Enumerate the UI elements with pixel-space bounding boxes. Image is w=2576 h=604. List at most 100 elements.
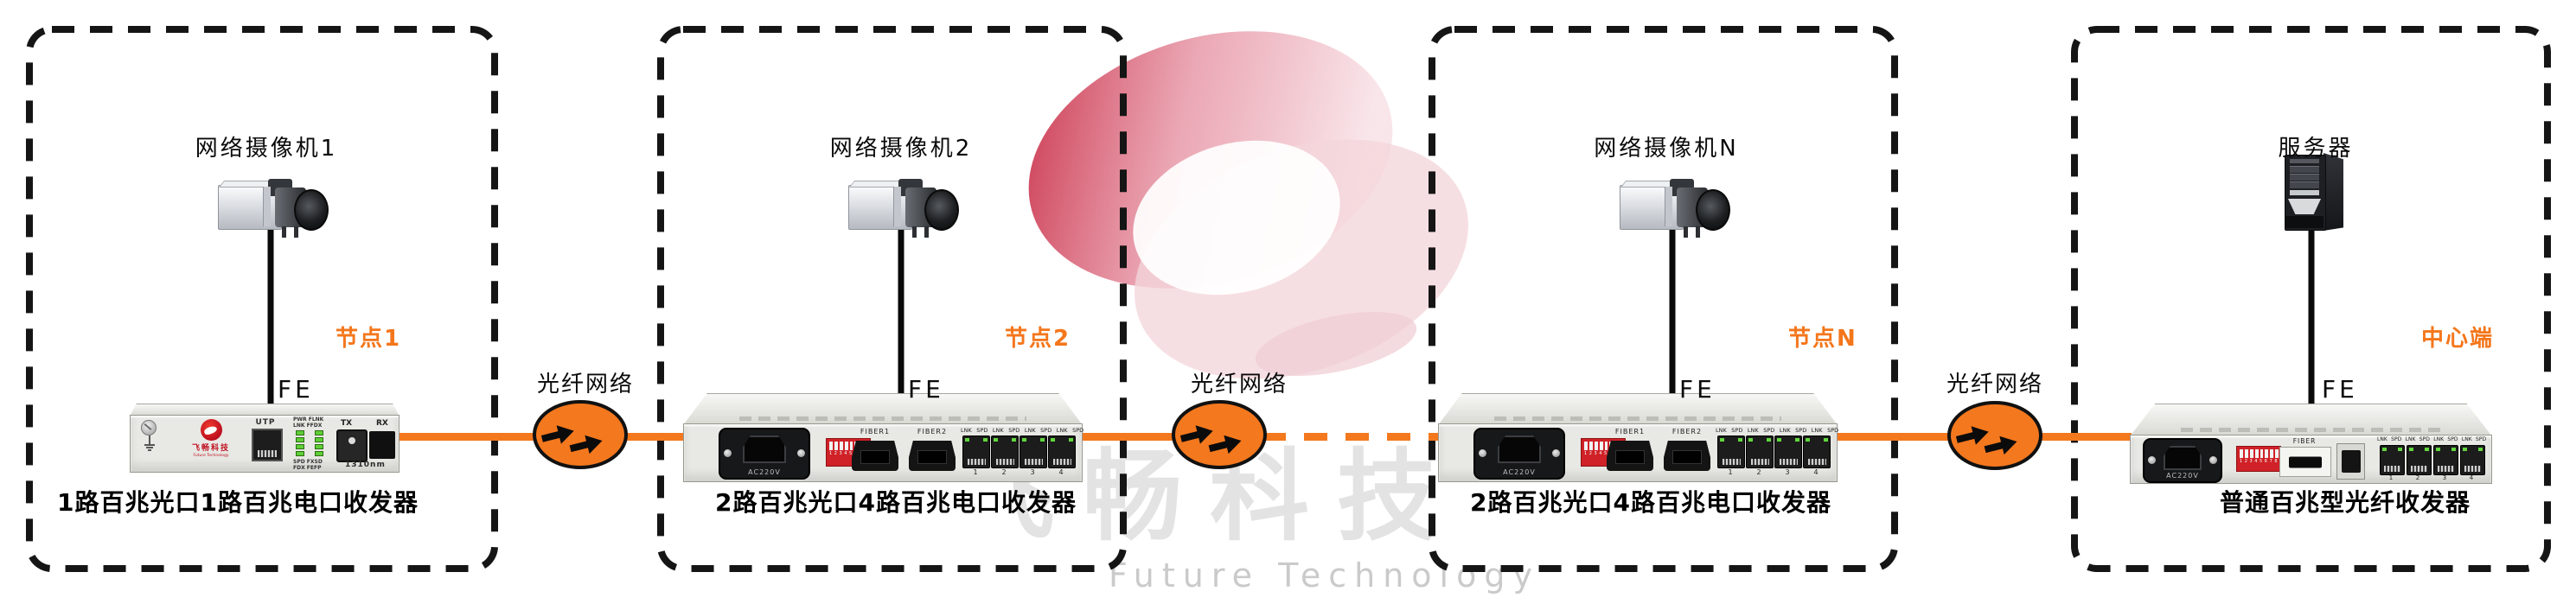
dip-switch-numbers: 1 2 3 4 5 6 7 8 xyxy=(828,451,868,456)
fiber-network-label-2: 光纤网络 xyxy=(1190,372,1288,397)
camera-lens-ring xyxy=(924,189,959,231)
rx-port-label: RX xyxy=(376,419,388,428)
dip-toggles xyxy=(2237,447,2280,458)
device-brand-logo: 飞畅科技 Future Technology xyxy=(181,419,241,458)
rj45-port xyxy=(1048,436,1076,468)
media-converter-1port: 飞畅科技 Future Technology UTP PWR FLNK LNK … xyxy=(130,415,400,473)
port-number: 3 xyxy=(2442,474,2447,481)
power-socket-icon xyxy=(1498,436,1541,463)
panel-screw-icon xyxy=(141,420,157,436)
watermark-brand-subtext: Future Technology xyxy=(1109,556,1540,594)
tx-port-label: TX xyxy=(341,419,353,428)
power-socket-icon xyxy=(2164,446,2202,470)
server-base xyxy=(2285,216,2324,228)
led-indicator-block: PWR FLNK LNK FFDX SPD FXSD FDX FEFP xyxy=(293,416,340,471)
utp-port-label: UTP xyxy=(255,418,276,427)
led-label-row: LNK FFDX xyxy=(293,423,323,429)
power-voltage-label: AC220V xyxy=(1503,468,1536,476)
brand-logo-icon xyxy=(200,419,222,441)
media-converter-4port: AC220V 1 2 3 4 5 6 7 8 FIBER1 FIBER2 LNK… xyxy=(683,423,1083,482)
panel-screw-icon xyxy=(1479,449,1486,457)
power-voltage-label: AC220V xyxy=(2166,472,2199,480)
server-drive-bay xyxy=(2290,174,2319,181)
server-front-panel xyxy=(2285,155,2326,231)
port-number: 4 xyxy=(1813,468,1819,476)
fiber-link-icon xyxy=(1172,400,1267,469)
port-number: 1 xyxy=(2388,474,2394,481)
fiber-port xyxy=(1664,441,1710,471)
led-grid xyxy=(296,430,340,458)
fiber-port xyxy=(909,441,956,471)
device-top-face xyxy=(2130,404,2492,436)
rj45-header-labels: LNK SPD LNK SPD LNK SPD LNK SPD xyxy=(961,427,1084,434)
device-caption-2: 2路百兆光口4路百兆电口收发器 xyxy=(715,488,1077,517)
zone-box-node1 xyxy=(26,26,498,572)
camera-leg xyxy=(924,226,929,238)
zone-box-node2 xyxy=(657,26,1127,572)
fiber-link-icon xyxy=(533,400,628,469)
port-number: 1 xyxy=(973,468,978,476)
port-number: 1 xyxy=(1728,468,1733,476)
rj45-port xyxy=(2460,445,2485,475)
port-number: 2 xyxy=(1756,468,1761,476)
server-optical-drive xyxy=(2290,190,2319,195)
camera-title-1: 网络摄像机1 xyxy=(195,136,338,162)
dip-switch-numbers: 1 2 3 4 5 6 7 8 xyxy=(1583,451,1623,456)
watermark-logo-icon xyxy=(1028,31,1468,379)
power-inlet: AC220V xyxy=(1473,428,1565,480)
server-vent xyxy=(2290,159,2319,163)
fiber-tx-connector xyxy=(336,429,368,462)
panel-screw-icon xyxy=(2148,456,2156,464)
server-drive-bay xyxy=(2290,181,2319,188)
panel-screw-icon xyxy=(2209,456,2217,464)
fiber2-port-label: FIBER2 xyxy=(1672,428,1703,436)
device-top-face xyxy=(683,393,1083,425)
rj45-port xyxy=(1020,436,1047,468)
server-drive-bay xyxy=(2290,166,2319,173)
camera-leg xyxy=(1696,226,1700,238)
fiber-port xyxy=(1607,441,1653,471)
rj45-port xyxy=(1717,436,1745,468)
rj45-port xyxy=(2433,445,2458,475)
port-number: 4 xyxy=(2469,474,2474,481)
rj45-port xyxy=(2380,445,2405,475)
power-socket-icon xyxy=(743,436,786,463)
camera-lens-ring xyxy=(294,189,329,231)
panel-screw-icon xyxy=(1552,449,1560,457)
server-front-trim xyxy=(2288,199,2321,214)
panel-screw-icon xyxy=(797,449,805,457)
dip-switch: 1 2 3 4 5 6 7 8 xyxy=(2236,446,2281,472)
wavelength-label: 1310nm xyxy=(345,461,386,469)
power-voltage-label: AC220V xyxy=(748,468,781,476)
fe-port-label-1: FE xyxy=(278,375,314,404)
power-inlet: AC220V xyxy=(2143,438,2222,483)
rj45-port xyxy=(2407,445,2432,475)
fiber-link-icon xyxy=(1947,401,2042,470)
rj45-port xyxy=(1774,436,1802,468)
camera-leg xyxy=(1684,226,1688,238)
camera-seam xyxy=(263,187,271,226)
fe-port-label-center: FE xyxy=(2322,375,2358,404)
brand-logo-cn-text: 飞畅科技 xyxy=(191,444,230,453)
brand-logo-en-text: Future Technology xyxy=(193,453,229,458)
port-number: 2 xyxy=(2415,474,2420,481)
fiber1-port-label: FIBER1 xyxy=(860,428,891,436)
camera-title-N: 网络摄像机N xyxy=(1594,136,1739,162)
rj45-port xyxy=(252,429,283,461)
rj45-port xyxy=(962,436,990,468)
server-title: 服务器 xyxy=(2278,136,2354,162)
rj45-port xyxy=(1746,436,1774,468)
zone-label-node2: 节点2 xyxy=(1005,326,1071,352)
camera-leg xyxy=(282,226,286,238)
vent-strip xyxy=(2181,428,2441,432)
device-caption-center: 普通百兆型光纤收发器 xyxy=(2219,488,2471,517)
network-camera-graphic xyxy=(1620,178,1730,238)
zone-label-nodeN: 节点N xyxy=(1788,326,1857,352)
camera-leg xyxy=(912,226,917,238)
led-label-row: FDX FEFP xyxy=(293,465,322,471)
fiber-network-label-3: 光纤网络 xyxy=(1946,372,2044,397)
network-camera-graphic xyxy=(218,178,329,238)
fe-port-label-N: FE xyxy=(1679,375,1716,404)
